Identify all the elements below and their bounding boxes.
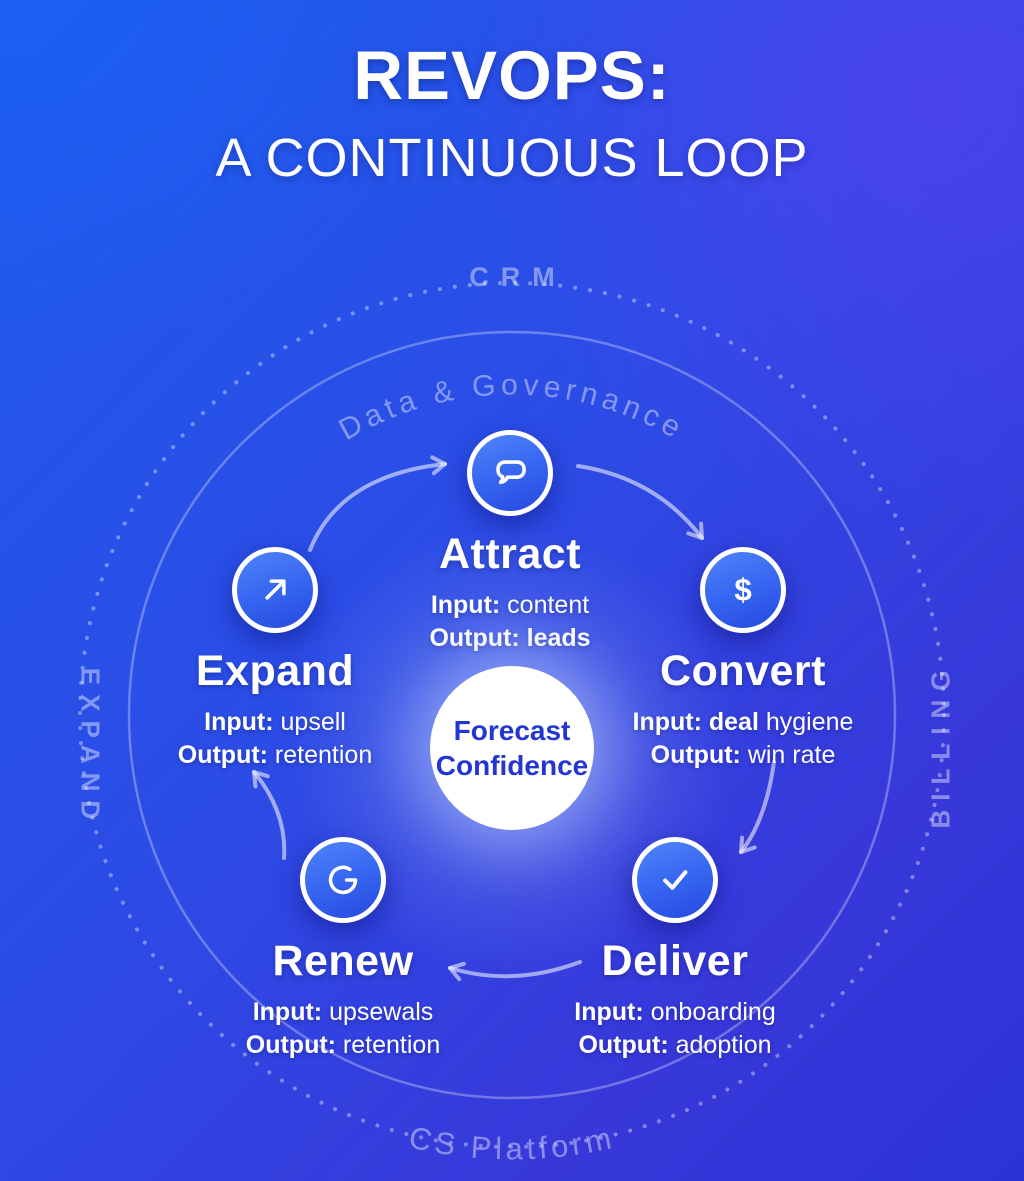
input-value: content (500, 591, 590, 619)
loop-arrows (252, 455, 776, 982)
arrow-deliver-to-renew (448, 960, 582, 982)
arrow-expand-to-attract (308, 455, 447, 552)
renew-icon-circle (300, 837, 386, 923)
outer-dotted-ring (78, 281, 946, 1149)
node-output-line: Output: win rate (573, 739, 913, 772)
arrow-convert-to-deliver (739, 760, 776, 854)
node-output-line: Output: adoption (505, 1029, 845, 1062)
ring-label-crm: CRM (469, 262, 567, 292)
output-label: Output: (578, 1031, 669, 1059)
page-title: REVOPS: (353, 37, 671, 114)
node-output-line: Output: leads (340, 622, 680, 655)
output-label: Output: leads (429, 624, 591, 652)
ring-label-cs-platform: CS Platform (406, 1120, 618, 1167)
forecast-confidence-circle: Forecast Confidence (430, 666, 594, 830)
node-label: Deliver (601, 937, 749, 985)
ring-label-expand: EXPAND (75, 667, 106, 829)
output-value: retention (267, 741, 373, 769)
node-expand: Expand Input: upsell Output: retention (105, 547, 445, 772)
input-value: upsewals (322, 998, 434, 1026)
attract-icon-circle (467, 430, 553, 516)
page-subtitle: A CONTINUOUS LOOP (215, 128, 809, 188)
node-label: Attract (438, 530, 582, 578)
chat-bubble-icon (496, 460, 526, 485)
input-label: Input: deal (632, 708, 759, 736)
input-label: Input: (252, 998, 323, 1026)
node-label: Expand (195, 647, 355, 695)
input-value: upsell (273, 708, 346, 736)
node-convert: $ Convert Input: deal hygiene Output: wi… (573, 547, 913, 772)
node-output-line: Output: retention (105, 739, 445, 772)
node-deliver: Deliver Input: onboarding Output: adopti… (505, 837, 845, 1062)
output-value: win rate (740, 741, 836, 769)
ring-label-billing: BILLING (925, 661, 956, 829)
convert-icon-circle: $ (700, 547, 786, 633)
center-text-line2: Confidence (435, 750, 589, 781)
input-label: Input: (430, 591, 501, 619)
node-input-line: Input: upsewals (173, 996, 513, 1029)
expand-icon-circle (232, 547, 318, 633)
input-label: Input: (574, 998, 644, 1026)
inner-solid-ring (127, 330, 897, 1100)
node-label: Renew (272, 937, 414, 985)
node-input-line: Input: upsell (105, 706, 445, 739)
input-value: hygiene (758, 708, 854, 736)
svg-text:$: $ (734, 572, 751, 607)
arrow-attract-to-convert (576, 464, 704, 540)
output-value: adoption (668, 1031, 772, 1059)
output-label: Output: (650, 741, 741, 769)
node-attract: Attract Input: content Output: leads (340, 430, 680, 655)
node-renew: Renew Input: upsewals Output: retention (173, 837, 513, 1062)
input-value: onboarding (643, 998, 776, 1026)
output-value: retention (335, 1031, 441, 1059)
title-block: REVOPS: A CONTINUOUS LOOP (0, 36, 1024, 189)
arrow-up-right-icon (265, 579, 286, 600)
refresh-icon (328, 865, 358, 895)
output-label: Output: (177, 741, 268, 769)
dollar-icon: $ (734, 572, 751, 607)
input-label: Input: (204, 708, 274, 736)
node-input-line: Input: deal hygiene (573, 706, 913, 739)
node-input-line: Input: content (340, 589, 680, 622)
node-label: Convert (660, 647, 826, 695)
node-input-line: Input: onboarding (505, 996, 845, 1029)
output-label: Output: (245, 1031, 336, 1059)
arrow-renew-to-expand (252, 770, 287, 860)
checkmark-icon (663, 870, 688, 890)
node-output-line: Output: retention (173, 1029, 513, 1062)
deliver-icon-circle (632, 837, 718, 923)
center-text-line1: Forecast (453, 715, 571, 746)
